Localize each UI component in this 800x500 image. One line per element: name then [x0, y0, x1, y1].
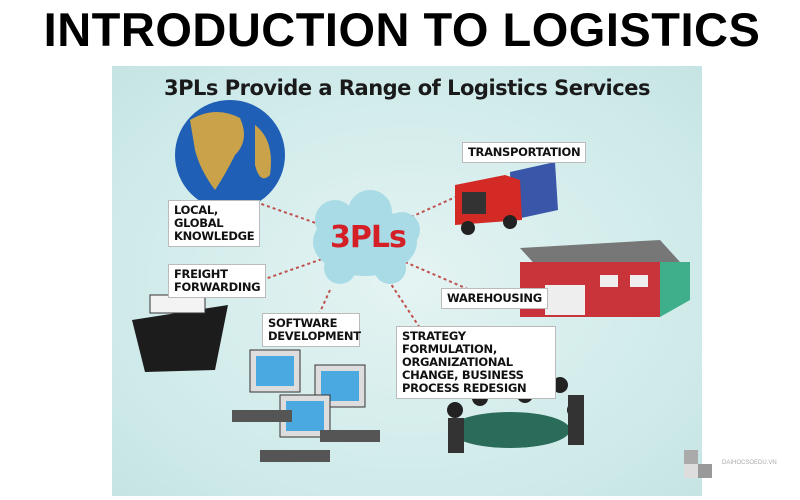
service-label-software: SOFTWARE DEVELOPMENT	[262, 313, 361, 347]
watermark-logo	[684, 450, 712, 478]
watermark-text: DAIHOCSOEDU.VN	[722, 460, 777, 466]
service-label-warehousing: WAREHOUSING	[441, 288, 548, 309]
ship-icon	[132, 280, 228, 372]
computers-icon	[232, 349, 380, 462]
truck-icon	[455, 162, 558, 235]
service-label-strategy: STRATEGY FORMULATION, ORGANIZATIONAL CHA…	[396, 326, 556, 399]
diagram-title: 3PLs Provide a Range of Logistics Servic…	[164, 76, 650, 100]
service-label-freight: FREIGHT FORWARDING	[168, 264, 266, 298]
slide-title: INTRODUCTION TO LOGISTICS	[43, 3, 761, 56]
service-label-transportation: TRANSPORTATION	[462, 142, 587, 163]
meeting-icon	[447, 377, 584, 453]
connector-lines	[249, 194, 471, 329]
center-3pls-label: 3PLs	[330, 220, 407, 255]
cloud-icon	[313, 190, 420, 284]
service-label-knowledge: LOCAL, GLOBAL KNOWLEDGE	[168, 200, 260, 247]
globe-icon	[175, 100, 285, 210]
